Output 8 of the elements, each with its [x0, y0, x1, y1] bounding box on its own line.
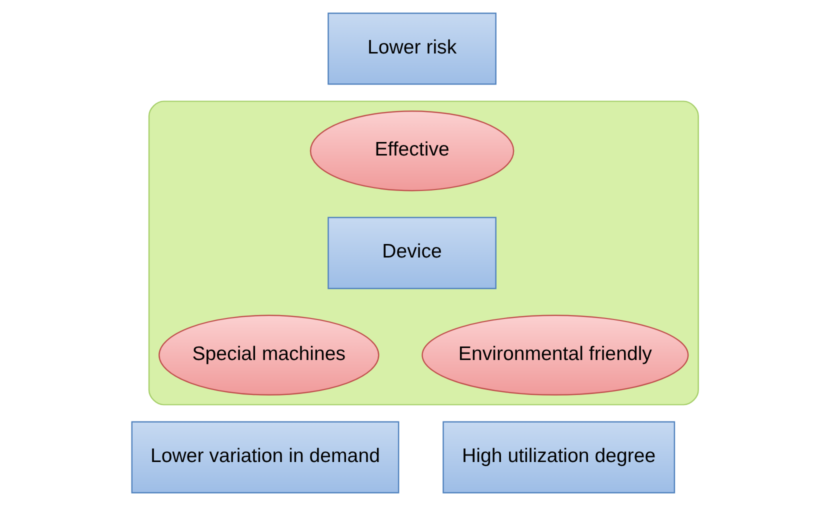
- node-ellipse: Effective: [309, 110, 514, 192]
- node-ellipse: Environmental friendly: [421, 314, 688, 396]
- node-box: Lower variation in demand: [130, 421, 399, 494]
- node-ellipse: Special machines: [158, 314, 379, 396]
- node-box: Device: [327, 216, 496, 290]
- cluster: [148, 100, 698, 406]
- node-box: High utilization degree: [442, 421, 675, 494]
- node-box: Lower risk: [327, 12, 496, 85]
